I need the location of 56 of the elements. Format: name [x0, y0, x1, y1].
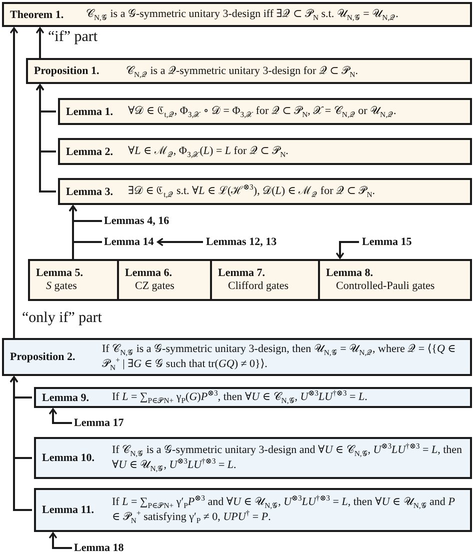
heading: Lemma 7.	[218, 266, 266, 279]
statement-text: If 𝒞$_{N,𝒢}$ is a 𝒢-symmetric unitary 3-design, then 𝒰$_{N,𝒢}$ = 𝒰$_{N,𝒬}$, where 𝒬 = ⟨{Q ∈ 𝒫$_{N}$$^{+}$ | ∃G ∈ 𝒢 such that tr(GQ) ≠ 0}⟩.	[102, 342, 457, 372]
lemma-box	[58, 138, 472, 165]
reference-label: Lemmas 4, 16	[104, 215, 170, 227]
arrow	[10, 376, 32, 511]
heading: Lemma 6.	[125, 266, 172, 279]
edge-label: “if” part	[46, 29, 100, 46]
heading: Lemma 1.	[66, 106, 114, 118]
reference-label: Lemma 17	[74, 417, 124, 429]
lemma-box	[318, 259, 472, 301]
statement-text: 𝒞$_{N,𝒬}$ is a 𝒬-symmetric unitary 3-design for 𝒬 ⊂ 𝒫$_{N}$.	[126, 64, 359, 78]
proposition-box	[2, 338, 472, 376]
arrow	[36, 84, 56, 192]
statement-text: If L = ∑$_{P∈𝒫N+}$ γ$_{P}$(G)P$^{⊗3}$, then ∀U ∈ 𝒞$_{N,𝒢}$, U$^{⊗3}$LU$^{†⊗3}$ = L.	[112, 390, 368, 405]
heading: Lemma 11.	[42, 504, 95, 516]
heading: Theorem 1.	[10, 8, 65, 20]
arrow	[157, 238, 203, 246]
reference-label: Lemmas 12, 13	[206, 236, 277, 248]
lemma-box	[34, 488, 472, 532]
arrow	[10, 27, 18, 338]
heading: Lemma 8.	[326, 266, 374, 279]
reference-label: Lemma 18	[74, 542, 124, 554]
lemma-box	[28, 259, 119, 301]
heading: Proposition 2.	[10, 351, 76, 363]
statement-text: CZ gates	[134, 278, 174, 294]
statement-text: Controlled-Pauli gates	[335, 278, 435, 294]
heading: Proposition 1.	[34, 65, 100, 77]
reference-label: Lemma 14	[104, 236, 154, 248]
statement-text: If 𝒞$_{N,𝒢}$ is a 𝒢-symmetric unitary 3-design and ∀U ∈ 𝒞$_{N,𝒢}$, U$^{⊗3}$LU$^{†⊗3}$ = L, then ∀U ∈ 𝒰$_{N,𝒢}$, U$^{⊗3}$LU$^{†⊗3}$ = L.	[112, 443, 464, 473]
statement-text: S gates	[45, 278, 77, 294]
lemma-box	[58, 98, 472, 125]
heading: Lemma 2.	[66, 146, 114, 158]
heading: Lemma 9.	[42, 392, 90, 404]
statement-text: ∃𝒟 ∈ ℭ$_{t,𝒬}$ s.t. ∀L ∈ ℒ(ℋ$^{⊗3}$), 𝒟(L) ∈ ℳ$_{𝒬}$ for 𝒬 ⊂ 𝒫$_{N}$.	[128, 184, 376, 199]
heading: Lemma 3.	[66, 186, 114, 198]
lemma-box	[58, 178, 472, 205]
statement-text: 𝒞$_{N,𝒢}$ is a 𝒢-symmetric unitary 3-design iff ∃𝒬 ⊂ 𝒫$_{N}$ s.t. 𝒰$_{N,𝒢}$ = 𝒰$_{N,𝒬}$.	[86, 7, 400, 22]
statement-text: ∀L ∈ ℳ$_{𝒬}$, Φ$_{3,𝒳}$(L) = L for 𝒬 ⊂ 𝒫$_{N}$.	[128, 144, 290, 159]
heading: Lemma 10.	[42, 452, 96, 464]
proposition-box	[26, 58, 472, 84]
arrow	[36, 27, 44, 58]
lemma-box	[34, 437, 472, 479]
statement-text: ∀𝒟 ∈ ℭ$_{t,𝒬}$, Φ$_{3,𝒳}$ ∘ 𝒟 = Φ$_{3,𝒳}$ for 𝒬 ⊂ 𝒫$_{N}$, 𝒳 = 𝒞$_{N,𝒬}$ or 𝒰$_{N,𝒬}$.	[128, 104, 398, 119]
statement-text: If L = ∑$_{P∈𝒫N+}$ γ′$_{P}$P$^{⊗3}$ and ∀U ∈ 𝒰$_{N,𝒢}$, U$^{⊗3}$LU$^{†⊗3}$ = L, then ∀U ∈ 𝒰$_{N,𝒢}$ and P∈ 𝒫$_{N}$$^{+}$ satisfying γ′$_{P}$ ≠ 0, UPU$^{†}$ = P.	[112, 495, 456, 525]
arrow	[68, 205, 78, 259]
lemma-box	[34, 387, 472, 408]
arrow	[48, 408, 72, 424]
heading: Lemma 5.	[36, 266, 84, 279]
reference-label: Lemma 15	[362, 236, 412, 248]
arrow	[48, 532, 72, 549]
lemma-box	[210, 259, 320, 301]
statement-text: Clifford gates	[227, 278, 289, 294]
theorem-box	[2, 2, 472, 27]
arrow	[336, 241, 359, 259]
edge-label: “only if” part	[20, 310, 104, 327]
lemma-box	[117, 259, 212, 301]
